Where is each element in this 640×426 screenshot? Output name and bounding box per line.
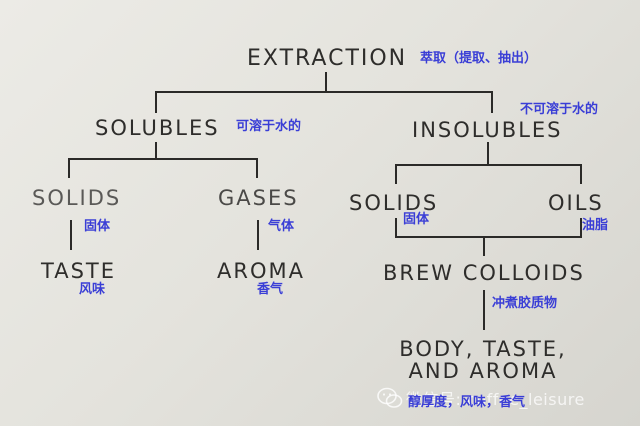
annotation-aroma: 香气 xyxy=(257,282,284,297)
connector-gases-up xyxy=(256,158,258,178)
watermark-text: 微信号: coffee_leisure xyxy=(406,390,585,409)
annotation-oils: 油脂 xyxy=(582,218,609,233)
node-insolubles: INSOLUBLES xyxy=(412,118,563,142)
node-oils: OILS xyxy=(548,191,604,215)
connector-solids-left-to-taste xyxy=(70,220,72,250)
connector-solids-right-up xyxy=(395,164,397,184)
connector-solubles-down xyxy=(155,142,157,159)
node-body-line-2: AND AROMA xyxy=(408,359,558,383)
node-body-line-1: BODY, TASTE, xyxy=(399,337,567,361)
connector-insolubles-bar xyxy=(395,164,582,166)
connector-insolubles-down xyxy=(487,142,489,165)
annotation-insolubles: 不可溶于水的 xyxy=(520,102,599,117)
node-taste: TASTE xyxy=(41,259,116,283)
connector-colloids-up xyxy=(483,236,485,256)
connector-solubles-up xyxy=(155,91,157,113)
annotation-solubles: 可溶于水的 xyxy=(236,119,302,134)
watermark: 微信号: coffee_leisure xyxy=(376,380,626,420)
annotation-brew-colloids: 冲煮胶质物 xyxy=(492,296,558,311)
node-solids-right: SOLIDS xyxy=(349,191,439,215)
connector-gases-to-aroma xyxy=(257,220,259,250)
connector-oils-down xyxy=(580,218,582,238)
connector-oils-up xyxy=(580,164,582,184)
connector-solids-left-up xyxy=(68,158,70,178)
annotation-body: 醇厚度，风味，香气 xyxy=(408,395,526,410)
node-brew-colloids: BREW COLLOIDS xyxy=(383,261,585,285)
annotation-extraction: 萃取（提取、抽出） xyxy=(420,51,538,66)
connector-solubles-bar xyxy=(68,158,258,160)
connector-extraction-down xyxy=(325,72,327,92)
node-gases: GASES xyxy=(218,186,299,210)
connector-insolubles-up xyxy=(491,91,493,113)
annotation-taste: 风味 xyxy=(79,282,106,297)
annotation-gases: 气体 xyxy=(268,219,295,234)
connector-solids-right-down xyxy=(395,218,397,238)
node-aroma: AROMA xyxy=(217,259,305,283)
node-extraction: EXTRACTION xyxy=(247,46,408,71)
connector-top-bar xyxy=(155,91,493,93)
node-solids-left: SOLIDS xyxy=(32,186,122,210)
connector-colloids-to-body xyxy=(483,290,485,330)
connector-colloids-bar xyxy=(395,236,582,238)
annotation-solids-right: 固体 xyxy=(403,212,430,227)
wechat-icon xyxy=(377,387,403,408)
annotation-solids-left: 固体 xyxy=(84,219,111,234)
node-body-taste-aroma: BODY, TASTE, AND AROMA xyxy=(398,338,568,382)
node-solubles: SOLUBLES xyxy=(95,116,220,140)
